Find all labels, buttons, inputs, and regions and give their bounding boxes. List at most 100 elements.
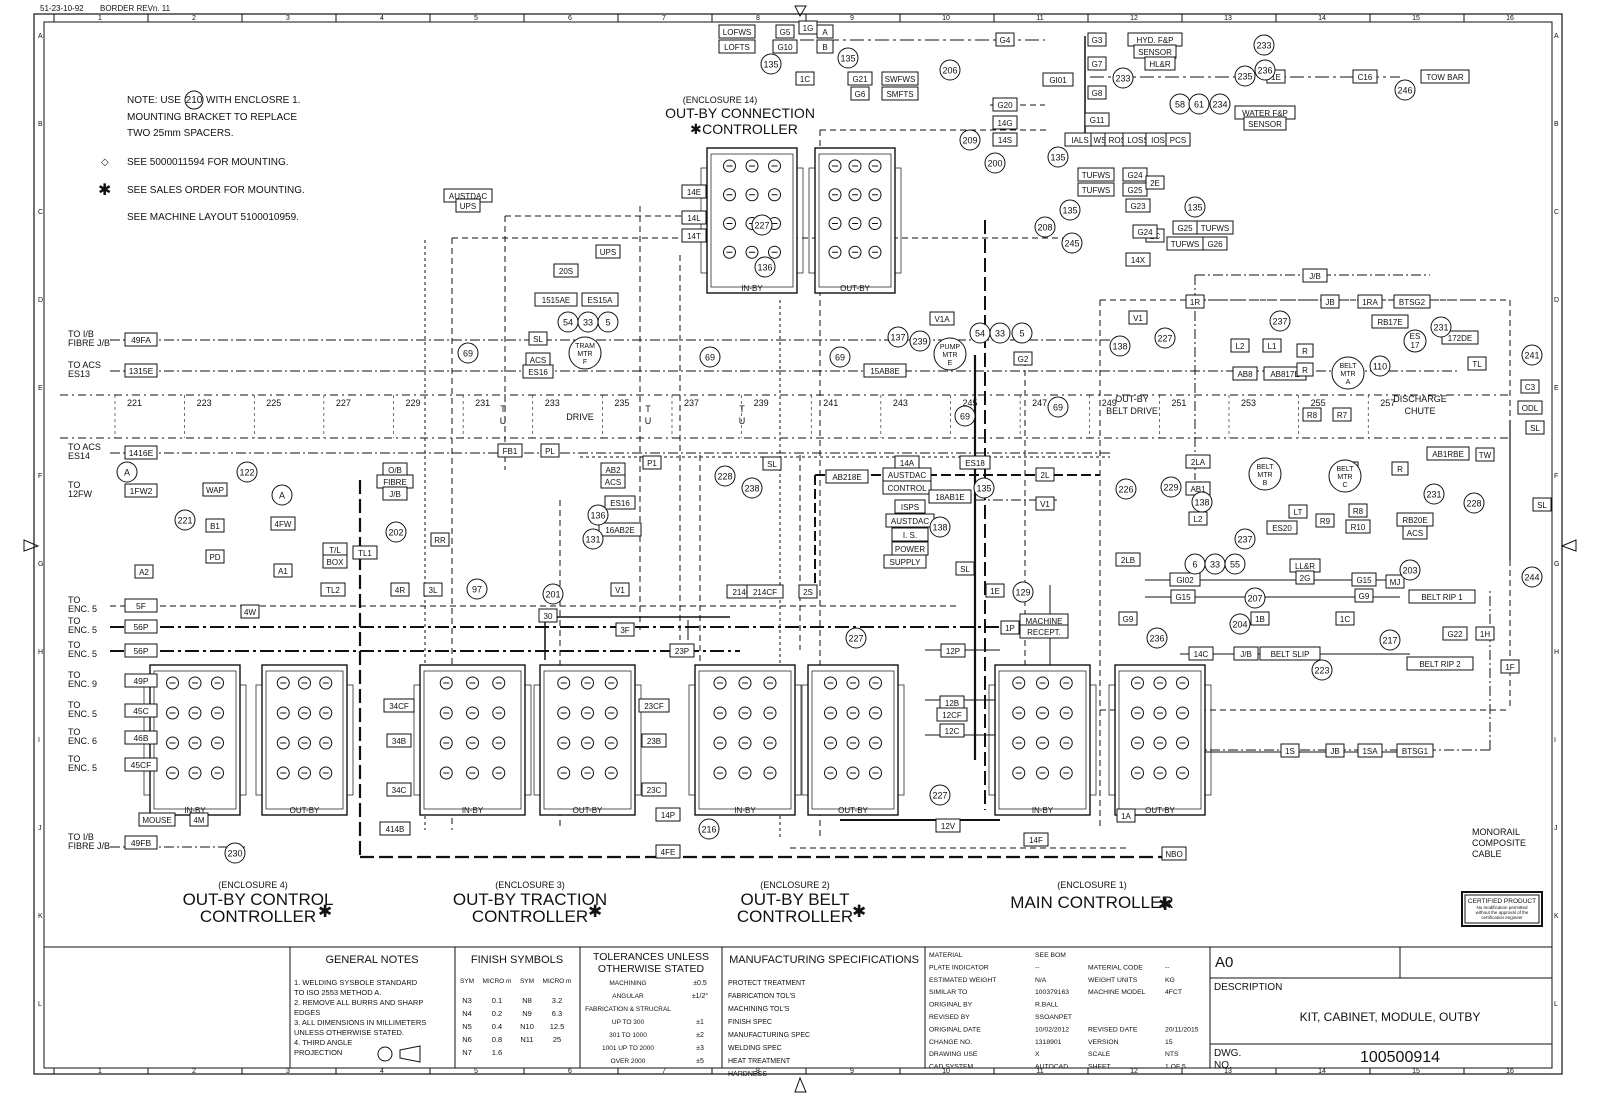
wire-tag: 1F bbox=[1505, 663, 1514, 672]
gland-icon bbox=[276, 766, 290, 780]
zone-col-label: 16 bbox=[1506, 15, 1514, 22]
centering-arrow-icon bbox=[23, 539, 40, 552]
motor-label: C bbox=[1342, 482, 1347, 489]
wire-tag: TUFWS bbox=[1171, 240, 1199, 249]
wire-tag: 4R bbox=[395, 586, 405, 595]
gland-icon bbox=[1012, 766, 1026, 780]
callout-balloon bbox=[1399, 559, 1421, 581]
wire-tag: ROSS bbox=[1109, 136, 1132, 145]
wire-tag: B1 bbox=[210, 522, 220, 531]
rail-section-number: 255 bbox=[1311, 398, 1326, 408]
gland-icon bbox=[828, 245, 842, 259]
gland-icon bbox=[1153, 706, 1167, 720]
wire-tag: SUPPLY bbox=[890, 558, 922, 567]
callout-number: 138 bbox=[1112, 342, 1127, 352]
finish-header: SYM bbox=[520, 978, 534, 985]
enclosure-title: MAIN CONTROLLER bbox=[1010, 893, 1173, 912]
wire-tag: WATER F&P bbox=[1242, 109, 1288, 118]
gland-icon bbox=[848, 159, 862, 173]
property-label: PLATE INDICATOR bbox=[929, 964, 989, 971]
zone-row-label: A bbox=[1554, 33, 1559, 40]
wire-tag: 214CF bbox=[753, 588, 777, 597]
ref-label: ENC. 5 bbox=[68, 604, 97, 614]
wire-tag-box bbox=[1320, 294, 1340, 309]
callout-number: 69 bbox=[1053, 403, 1063, 413]
callout-number: 33 bbox=[1210, 560, 1220, 570]
motor-label: BELT bbox=[1257, 464, 1275, 471]
gland-icon bbox=[1059, 736, 1073, 750]
wire-tag: P1 bbox=[647, 459, 657, 468]
property-value: -- bbox=[1165, 964, 1170, 971]
rail-section-number: 229 bbox=[405, 398, 420, 408]
gland-icon bbox=[276, 706, 290, 720]
asterisk-icon: ✱ bbox=[98, 182, 111, 199]
wire-tag-box bbox=[882, 480, 932, 495]
callout-balloon bbox=[1061, 232, 1083, 254]
rail-label: T bbox=[500, 404, 506, 414]
wire-tag: AUSTDAC bbox=[449, 192, 487, 201]
gland-icon bbox=[846, 766, 860, 780]
wire-tag: SWFWS bbox=[885, 75, 916, 84]
wire-tag: G25 bbox=[1177, 224, 1193, 233]
property-label: DRAWING USE bbox=[929, 1051, 978, 1058]
finish-cell: 12.5 bbox=[550, 1022, 565, 1031]
gland-icon bbox=[828, 188, 842, 202]
callout-number: 229 bbox=[1163, 483, 1178, 493]
gland-icon bbox=[713, 706, 727, 720]
callout-number: 203 bbox=[1402, 566, 1417, 576]
general-note: 2. REMOVE ALL BURRS AND SHARP bbox=[294, 998, 423, 1007]
wire-tag: 1G bbox=[803, 24, 814, 33]
enclosure-panel: IN-BY bbox=[988, 664, 1097, 816]
es17-label: ES bbox=[1410, 332, 1421, 341]
wire-tag-box bbox=[1233, 646, 1259, 661]
tolerance-value: ±5 bbox=[696, 1058, 704, 1065]
callout-balloon bbox=[271, 484, 293, 506]
ref-label: ENC. 5 bbox=[68, 709, 97, 719]
wire-tag: 46B bbox=[133, 733, 148, 743]
enclosure-panel: IN-BY bbox=[700, 147, 804, 294]
gland-icon bbox=[188, 736, 202, 750]
mfg-spec: MANUFACTURING SPEC bbox=[728, 1032, 810, 1039]
wire-tag-box bbox=[929, 311, 955, 326]
rail-section-number: 237 bbox=[684, 398, 699, 408]
finish-header: SYM bbox=[460, 978, 474, 985]
callout-number: 226 bbox=[1118, 485, 1133, 495]
wire-tag: R8 bbox=[1307, 411, 1318, 420]
wire-tag-box bbox=[1132, 224, 1158, 239]
wire-tag: G3 bbox=[1092, 36, 1103, 45]
rail-label: U bbox=[500, 416, 507, 426]
wire-tag: G9 bbox=[1359, 592, 1370, 601]
gland-icon bbox=[604, 736, 618, 750]
wire-tag: A1 bbox=[278, 567, 288, 576]
wire-tag-box bbox=[1532, 497, 1552, 512]
ref-label: FIBRE J/B bbox=[68, 841, 110, 851]
wire-tag-box bbox=[1115, 552, 1141, 567]
wire-tag: ES20 bbox=[1272, 524, 1292, 533]
wire-tag: 20S bbox=[559, 267, 573, 276]
wire-tag: R bbox=[1302, 366, 1308, 375]
gland-icon bbox=[188, 706, 202, 720]
wire-tag: SL bbox=[1537, 501, 1547, 510]
title-block bbox=[44, 946, 1552, 1068]
asterisk-icon: ✱ bbox=[690, 121, 702, 137]
wire-tag-box bbox=[124, 483, 158, 498]
gland-icon bbox=[768, 245, 781, 259]
gland-icon bbox=[439, 766, 453, 780]
callout-number: 202 bbox=[388, 528, 403, 538]
wire-tag-box bbox=[655, 807, 681, 822]
wire-tag: AB218E bbox=[832, 473, 861, 482]
rail-label: T bbox=[739, 404, 745, 414]
wire-tag: 49FB bbox=[131, 838, 152, 848]
gland-icon bbox=[166, 706, 179, 720]
zone-row-label: H bbox=[1554, 649, 1559, 656]
wire-tag-box bbox=[1013, 351, 1033, 366]
wire-tag-box bbox=[1426, 446, 1470, 461]
finish-cell: 0.8 bbox=[492, 1035, 502, 1044]
gland-icon bbox=[738, 736, 752, 750]
wire-tag-box bbox=[1354, 588, 1374, 603]
wire-tag: 1B bbox=[1255, 615, 1265, 624]
wire-tag-box bbox=[189, 812, 209, 827]
mfg-spec: MACHINING TOL'S bbox=[728, 1006, 790, 1013]
callout-number: 233 bbox=[1256, 41, 1271, 51]
